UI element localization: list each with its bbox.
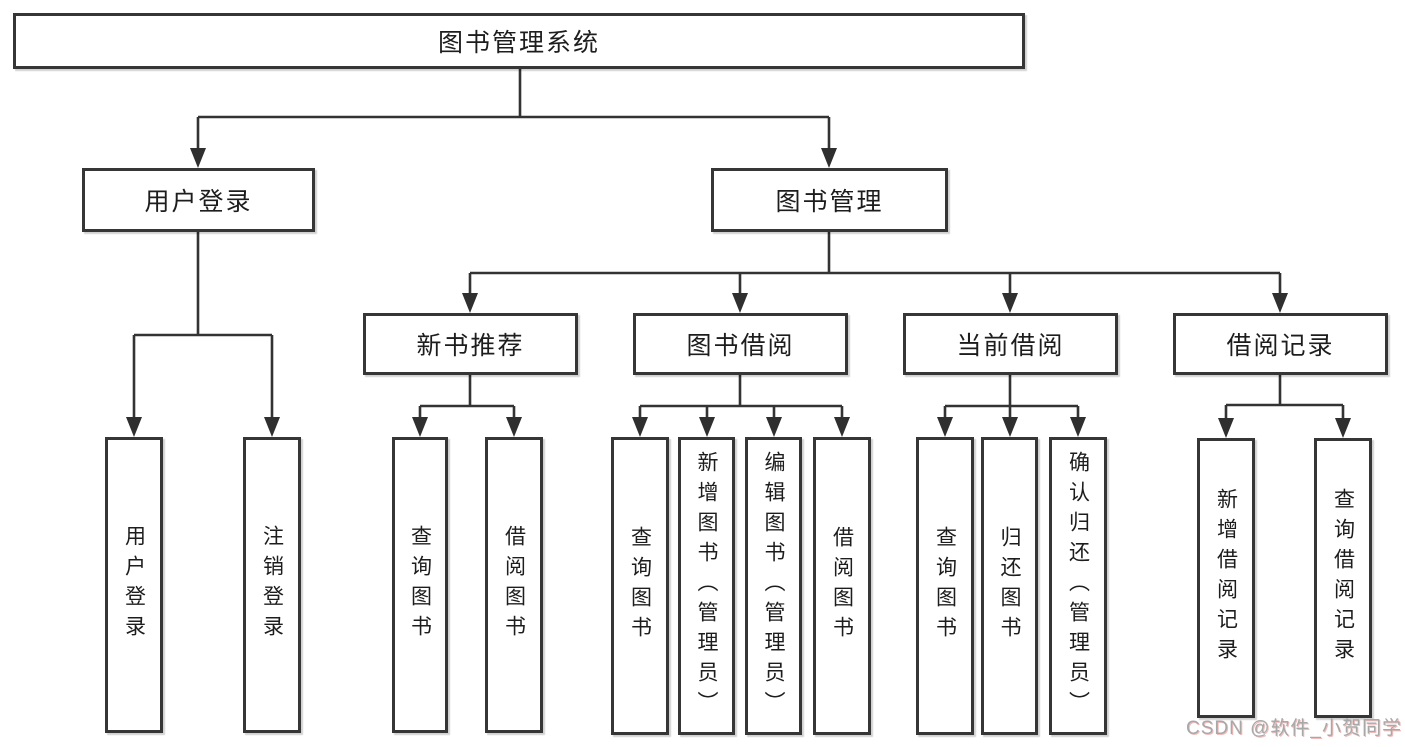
leaf-return-book-label: 归还图书 [998, 526, 1021, 646]
arrowhead [699, 417, 715, 437]
connector-user-login-children [132, 232, 274, 419]
arrowhead [126, 417, 142, 437]
connector-book-borrow-children [638, 375, 844, 419]
leaf-query-books-recommend: 查询图书 [392, 437, 448, 733]
arrowhead [1070, 417, 1086, 437]
leaf-logout: 注销登录 [243, 437, 301, 733]
leaf-add-borrow-record-label: 新增借阅记录 [1214, 488, 1238, 668]
leaf-logout-label: 注销登录 [260, 525, 284, 645]
arrowhead [937, 417, 953, 437]
leaf-query-borrow-record-label: 查询借阅记录 [1331, 488, 1355, 668]
leaf-query-books-borrow-label: 查询图书 [628, 526, 652, 646]
leaf-add-book-admin: 新增图书（管理员） [678, 437, 735, 735]
leaf-edit-book-admin: 编辑图书（管理员） [745, 437, 802, 735]
connector-borrow-records-children [1224, 375, 1345, 420]
leaf-confirm-return-admin: 确认归还（管理员） [1049, 437, 1107, 735]
connector-new-book-children [418, 375, 516, 419]
node-new-book-recommend: 新书推荐 [363, 313, 578, 375]
arrowheads-user-login [126, 417, 280, 437]
node-book-management-label: 图书管理 [775, 188, 884, 216]
connector-book-mgmt-children [468, 232, 1282, 295]
node-book-management: 图书管理 [711, 168, 948, 232]
csdn-watermark: CSDN @软件_小贺同学 [1186, 718, 1402, 739]
leaf-borrow-books-recommend: 借阅图书 [485, 437, 543, 733]
arrowhead [1335, 418, 1351, 438]
node-borrow-records: 借阅记录 [1173, 313, 1388, 375]
node-user-login: 用户登录 [82, 168, 315, 232]
node-root: 图书管理系统 [13, 13, 1025, 69]
leaf-borrow-books-label: 借阅图书 [830, 526, 854, 646]
arrowhead [1002, 293, 1018, 313]
arrowhead [506, 417, 522, 437]
leaf-edit-book-admin-label: 编辑图书（管理员） [762, 451, 785, 721]
arrowhead [766, 417, 782, 437]
arrowhead [412, 417, 428, 437]
leaf-user-login: 用户登录 [105, 437, 163, 733]
leaf-query-books-borrow: 查询图书 [611, 437, 669, 735]
arrowheads-current-borrow [937, 417, 1086, 437]
node-new-book-recommend-label: 新书推荐 [416, 332, 525, 360]
node-root-label: 图书管理系统 [437, 29, 600, 57]
arrowheads-borrow-records [1218, 418, 1351, 438]
node-current-borrow: 当前借阅 [903, 313, 1118, 375]
arrowhead [264, 417, 280, 437]
arrowheads-new-book [412, 417, 522, 437]
connector-current-borrow-children [943, 375, 1080, 419]
arrowhead [1002, 417, 1018, 437]
leaf-user-login-label: 用户登录 [122, 525, 146, 645]
arrowhead [1272, 293, 1288, 313]
arrowhead [834, 417, 850, 437]
arrowhead [821, 148, 837, 168]
arrowhead [632, 417, 648, 437]
arrowheads-book-borrow [632, 417, 850, 437]
node-user-login-label: 用户登录 [144, 188, 253, 216]
leaf-borrow-books: 借阅图书 [813, 437, 871, 735]
arrowhead [1218, 418, 1234, 438]
leaf-query-borrow-record: 查询借阅记录 [1314, 438, 1372, 718]
node-book-borrow-label: 图书借阅 [686, 332, 795, 360]
leaf-confirm-return-admin-label: 确认归还（管理员） [1066, 451, 1090, 721]
leaf-borrow-books-recommend-label: 借阅图书 [502, 525, 526, 645]
arrowheads-level2 [190, 148, 837, 168]
leaf-query-books-current: 查询图书 [916, 437, 974, 735]
leaf-return-book: 归还图书 [981, 437, 1038, 735]
leaf-query-books-current-label: 查询图书 [933, 526, 957, 646]
leaf-add-book-admin-label: 新增图书（管理员） [695, 451, 718, 721]
arrowhead [462, 293, 478, 313]
leaf-add-borrow-record: 新增借阅记录 [1197, 438, 1255, 718]
arrowheads-level3 [462, 293, 1288, 313]
arrowhead [190, 148, 206, 168]
node-borrow-records-label: 借阅记录 [1226, 332, 1335, 360]
connector-root-to-level2 [196, 69, 831, 150]
leaf-query-books-recommend-label: 查询图书 [408, 525, 432, 645]
node-current-borrow-label: 当前借阅 [956, 332, 1065, 360]
node-book-borrow: 图书借阅 [633, 313, 848, 375]
arrowhead [732, 293, 748, 313]
